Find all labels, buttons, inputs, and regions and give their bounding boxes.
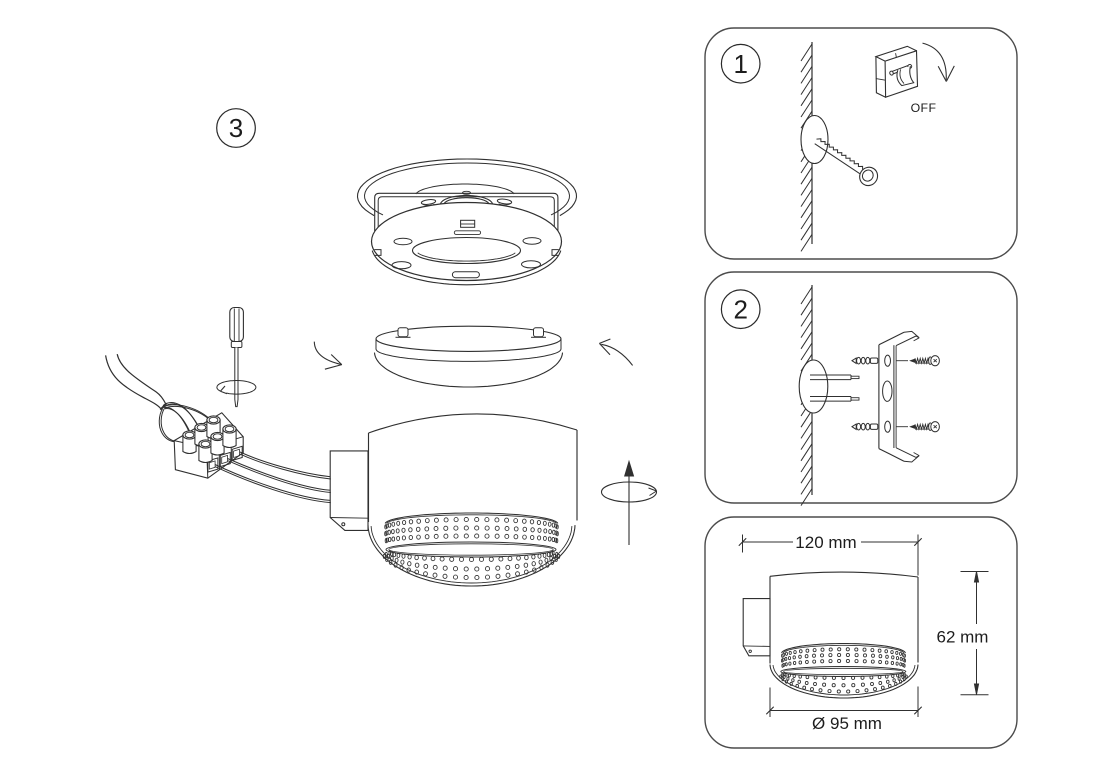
svg-text:3: 3 xyxy=(229,113,243,143)
svg-text:62 mm: 62 mm xyxy=(937,628,989,647)
svg-text:120 mm: 120 mm xyxy=(795,533,856,552)
svg-text:OFF: OFF xyxy=(911,101,937,115)
svg-text:1: 1 xyxy=(733,49,747,79)
svg-text:Ø 95 mm: Ø 95 mm xyxy=(812,714,882,733)
svg-text:2: 2 xyxy=(733,294,747,324)
